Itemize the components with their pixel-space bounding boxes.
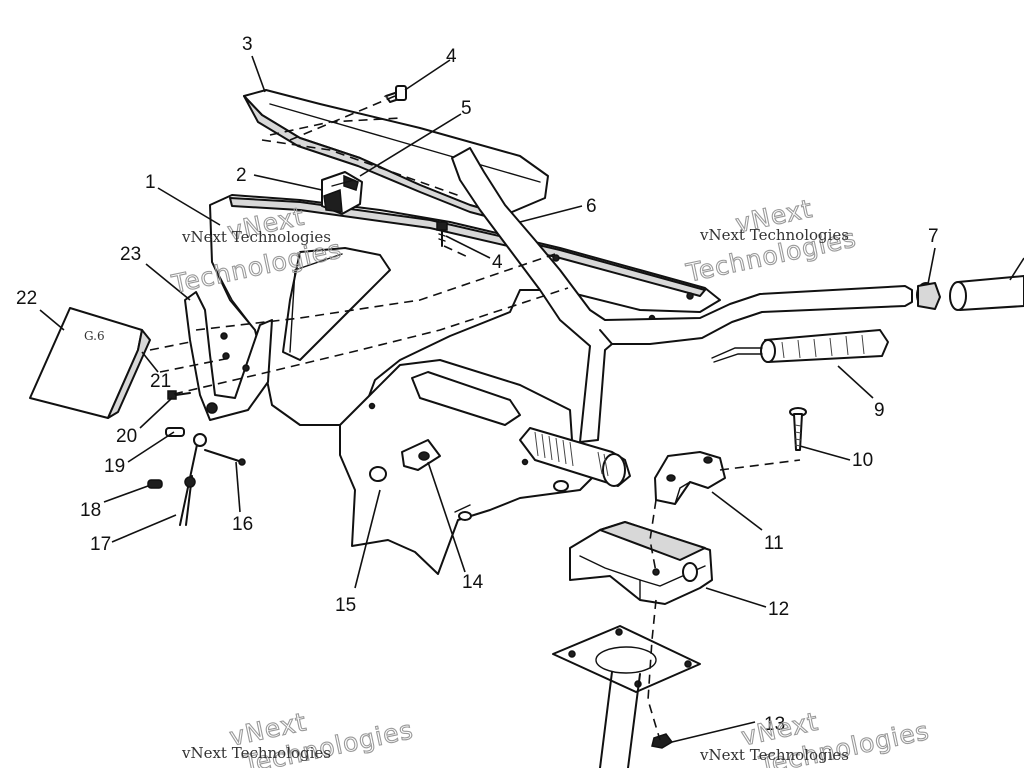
watermark-text: vNext Technologies <box>699 746 849 764</box>
part-23-bracket <box>184 291 273 421</box>
assembly-lines <box>173 95 801 741</box>
part-12-lower-clamp <box>569 521 713 605</box>
part-4-screw-lower <box>436 221 448 247</box>
callout-3: 3 <box>242 34 253 55</box>
part-21-screw <box>149 341 231 373</box>
callout-16: 16 <box>232 514 253 535</box>
callout-22: 22 <box>16 288 37 309</box>
part-11-upper-clamp <box>654 451 726 505</box>
part-7-bar-end <box>916 282 941 310</box>
plate-marking: G.6 <box>84 329 105 343</box>
part-16-pin <box>204 449 246 466</box>
callout-11: 11 <box>764 533 784 554</box>
callout-15: 15 <box>335 595 356 616</box>
part-9-grip <box>711 329 889 363</box>
callout-labels: 3 4 5 2 1 6 4 7 9 10 11 12 13 14 15 16 1… <box>16 34 939 735</box>
watermark-text: vNext Technologies <box>181 744 331 762</box>
part-6-handlebar <box>451 147 913 487</box>
callout-13: 13 <box>764 714 785 735</box>
callout-9: 9 <box>874 400 885 421</box>
callout-1: 1 <box>145 172 156 193</box>
callout-4-lower: 4 <box>492 252 503 273</box>
part-18-clip <box>147 479 163 489</box>
part-1-headlight-pod <box>209 194 721 426</box>
part-2-switch <box>321 171 363 215</box>
callout-23: 23 <box>120 244 141 265</box>
watermark-text: vNext Technologies <box>699 226 849 244</box>
callout-6: 6 <box>586 196 597 217</box>
callout-21: 21 <box>150 371 171 392</box>
callout-18: 18 <box>80 500 101 521</box>
callout-2: 2 <box>236 165 247 186</box>
part-17-cable <box>179 433 207 526</box>
part-13-steering-post <box>552 625 701 768</box>
callout-19: 19 <box>104 456 125 477</box>
part-15-lower-fairing <box>339 359 601 575</box>
callout-4-upper: 4 <box>446 46 457 67</box>
callout-12: 12 <box>768 599 789 620</box>
callout-5: 5 <box>461 98 472 119</box>
part-8-right-grip <box>949 275 1024 311</box>
callout-14: 14 <box>462 572 484 593</box>
callout-20: 20 <box>116 426 137 447</box>
part-4-screw-upper <box>383 85 407 103</box>
callout-7: 7 <box>928 226 939 247</box>
leader-lines <box>39 55 1024 743</box>
callout-17: 17 <box>90 534 111 555</box>
part-10-bolt <box>789 407 807 451</box>
part-22-cover-plate: G.6 <box>29 307 151 419</box>
callout-10: 10 <box>852 450 873 471</box>
watermark-text: vNext Technologies <box>181 228 331 246</box>
